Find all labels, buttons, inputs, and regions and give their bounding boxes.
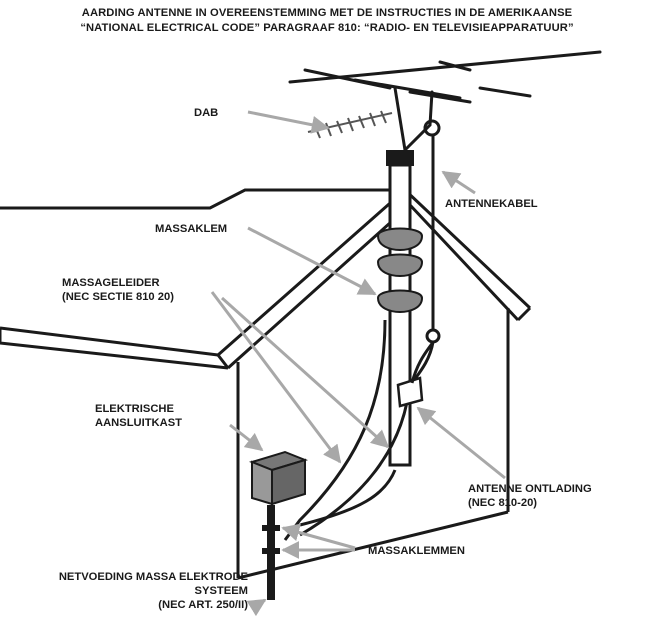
arrow-massageleider-1 — [210, 291, 342, 464]
label-antennekabel: ANTENNEKABEL — [445, 198, 538, 210]
label-antenne-ontlading-line-1: ANTENNE ONTLADING — [468, 483, 592, 495]
electrical-box — [248, 450, 309, 506]
roof-right-slope — [403, 188, 532, 322]
diagram-title: AARDING ANTENNE IN OVEREENSTEMMING MET D… — [0, 6, 654, 36]
roof-back — [0, 188, 395, 210]
label-massaklemmen: MASSAKLEMMEN — [368, 545, 465, 557]
arrow-massageleider-2 — [220, 296, 390, 449]
title-line-2: “NATIONAL ELECTRICAL CODE” PARAGRAAF 810… — [80, 22, 574, 34]
arrow-antennekabel — [441, 170, 476, 195]
pointer-arrows — [210, 110, 506, 617]
eave-left — [0, 326, 229, 370]
antenna-element-4 — [438, 60, 472, 72]
ground-line — [237, 510, 509, 580]
antenna-mast-brace — [393, 86, 434, 152]
label-antenne-ontlading: ANTENNE ONTLADING (NEC 810-20) — [468, 482, 592, 510]
arrow-antenne-ontlading — [416, 406, 506, 480]
antenna — [288, 50, 602, 344]
label-massaklem: MASSAKLEM — [155, 223, 228, 235]
label-elektrische-aansluitkast: ELEKTRISCHE AANSLUITKAST — [95, 402, 182, 430]
ground-electrode — [262, 505, 280, 600]
label-elektrische-line-1: ELEKTRISCHE — [95, 403, 174, 415]
arrow-massaklem — [247, 226, 377, 296]
house — [0, 188, 532, 580]
roof-left-slope — [217, 188, 412, 370]
roof-right-end — [516, 306, 532, 322]
antenna-element-2 — [408, 90, 472, 104]
cable-loop-mid — [425, 328, 441, 344]
label-massageleider-line-1: MASSAGELEIDER — [62, 277, 160, 289]
mast-ground-clamps — [376, 227, 424, 314]
title-line-1: AARDING ANTENNE IN OVEREENSTEMMING MET D… — [81, 7, 573, 19]
arrow-netvoeding — [246, 598, 267, 617]
arrow-dab — [247, 110, 330, 134]
label-dab: DAB — [194, 107, 219, 119]
roof-left-end — [216, 354, 230, 369]
label-netvoeding-line-2: SYSTEEM — [194, 585, 248, 597]
label-elektrische-line-2: AANSLUITKAST — [95, 417, 183, 429]
label-massageleider-line-2: (NEC SECTIE 810 20) — [62, 291, 174, 303]
antenna-element-3 — [478, 86, 532, 98]
label-massageleider: MASSAGELEIDER (NEC SECTIE 810 20) — [62, 276, 174, 304]
label-netvoeding-line-3: (NEC ART. 250/II) — [158, 599, 248, 611]
arrow-massaklemmen-1 — [281, 523, 356, 550]
arrow-elektrische — [229, 423, 264, 452]
dab-antenna — [307, 110, 393, 139]
antenna-element-1 — [303, 68, 392, 90]
mast-clamp-top — [386, 150, 414, 166]
label-antenne-ontlading-line-2: (NEC 810-20) — [468, 497, 538, 509]
label-netvoeding-line-1: NETVOEDING MASSA ELEKTRODE — [58, 571, 248, 583]
discharge-unit — [396, 341, 435, 408]
label-netvoeding: NETVOEDING MASSA ELEKTRODE SYSTEEM (NEC … — [20, 570, 248, 612]
